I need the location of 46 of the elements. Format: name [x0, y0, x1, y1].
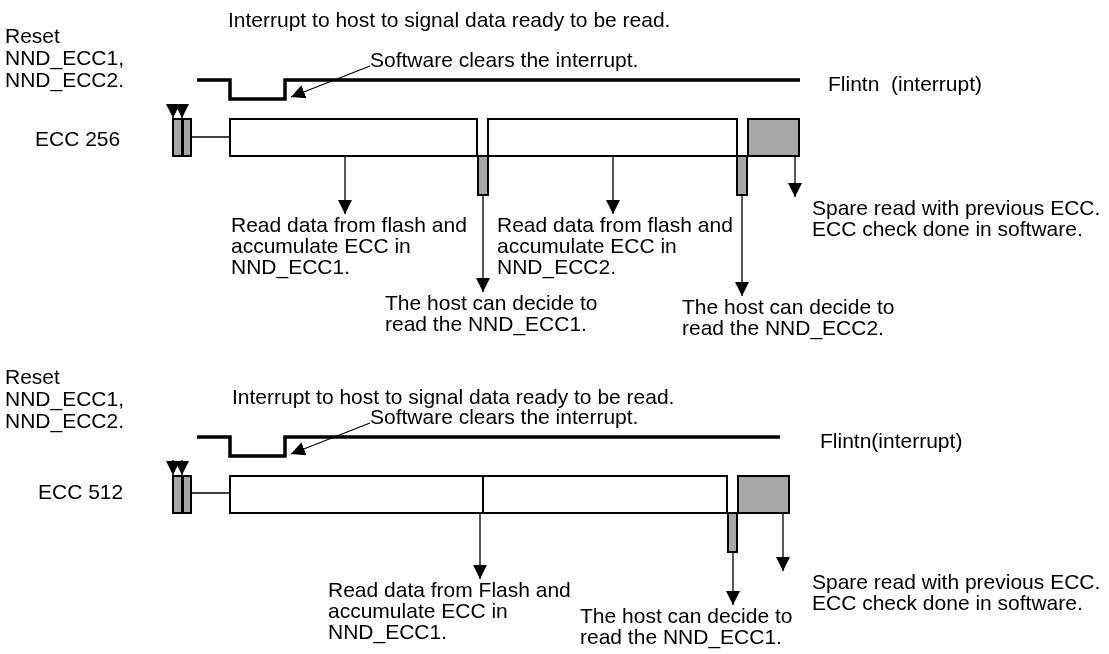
shaded-block [736, 155, 748, 196]
interrupt-waveform [197, 78, 800, 101]
signal-label: Flintn(interrupt) [820, 430, 963, 451]
data-block [487, 118, 738, 157]
shaded-block [737, 475, 790, 514]
arrow [735, 195, 749, 297]
shaded-block [172, 475, 183, 514]
connector-line [191, 492, 230, 494]
row-label: ECC 512 [38, 481, 124, 502]
annotation-text: Spare read with previous ECC. ECC check done in software. [790, 197, 1107, 239]
arrow [175, 459, 189, 476]
annotation-text: Read data from flash and accumulate ECC in NND_ECC1. [231, 214, 476, 277]
annotation-text: Reset NND_ECC1, NND_ECC2. [5, 366, 126, 432]
arrow [338, 156, 352, 215]
leader-line [290, 65, 371, 99]
arrow [476, 195, 490, 293]
shaded-block [727, 512, 738, 553]
shaded-block [747, 118, 800, 157]
arrow [788, 156, 802, 198]
interrupt-waveform [197, 435, 780, 458]
arrow [166, 459, 180, 476]
data-block [229, 475, 728, 514]
shaded-block [182, 118, 192, 157]
annotation-text: Read data from flash and accumulate ECC in NND_ECC2. [497, 214, 742, 277]
arrow [776, 513, 790, 572]
row-label: ECC 256 [35, 128, 121, 149]
annotation-text: Interrupt to host to signal data ready to be read. [228, 9, 671, 30]
arrow [166, 103, 180, 119]
annotation-text: Software clears the interrupt. [370, 49, 639, 70]
data-block [229, 118, 478, 157]
annotation-text: The host can decide to read the NND_ECC1. [385, 292, 607, 334]
shaded-block [477, 155, 489, 196]
arrow [175, 103, 189, 119]
annotation-text: Read data from Flash and accumulate ECC in NND_ECC1. [328, 579, 580, 642]
signal-label: Flintn (interrupt) [828, 73, 983, 94]
shaded-block [182, 475, 192, 514]
shaded-block [172, 118, 183, 157]
arrow [473, 513, 487, 580]
arrow [606, 156, 620, 215]
connector-line [191, 136, 230, 138]
leader-line [290, 422, 371, 456]
annotation-text: Interrupt to host to signal data ready to be read. [232, 386, 675, 407]
arrow [726, 552, 740, 606]
annotation-text: The host can decide to read the NND_ECC2. [682, 296, 904, 338]
annotation-text: Reset NND_ECC1, NND_ECC2. [5, 25, 126, 91]
annotation-text: The host can decide to read the NND_ECC1. [580, 605, 802, 647]
